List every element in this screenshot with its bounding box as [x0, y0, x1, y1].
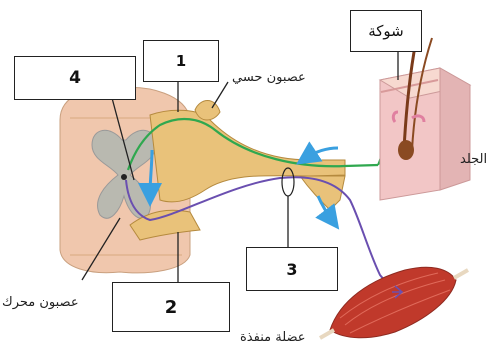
label-box-2[interactable]: 2 — [112, 282, 230, 332]
label-box-4[interactable]: 4 — [14, 56, 136, 100]
label-box-2-text: 2 — [165, 297, 178, 318]
thorn-label-box: شوكة — [350, 10, 422, 52]
label-box-3-text: 3 — [286, 260, 297, 279]
thorn-label: شوكة — [368, 22, 404, 40]
label-box-3[interactable]: 3 — [246, 247, 338, 291]
label-box-1-text: 1 — [176, 52, 186, 70]
skin-label: الجلد — [460, 152, 487, 167]
sensory-neuron-label: عصبون حسي — [232, 70, 306, 85]
skin-block — [380, 30, 470, 200]
label-box-1[interactable]: 1 — [143, 40, 219, 82]
label-box-4-text: 4 — [69, 68, 81, 88]
nerve-trunk — [130, 101, 345, 241]
effector-muscle-label: عضلة منفذة — [240, 330, 306, 345]
motor-neuron-label: عصبون محرك — [2, 295, 79, 310]
effector-muscle — [320, 267, 468, 338]
